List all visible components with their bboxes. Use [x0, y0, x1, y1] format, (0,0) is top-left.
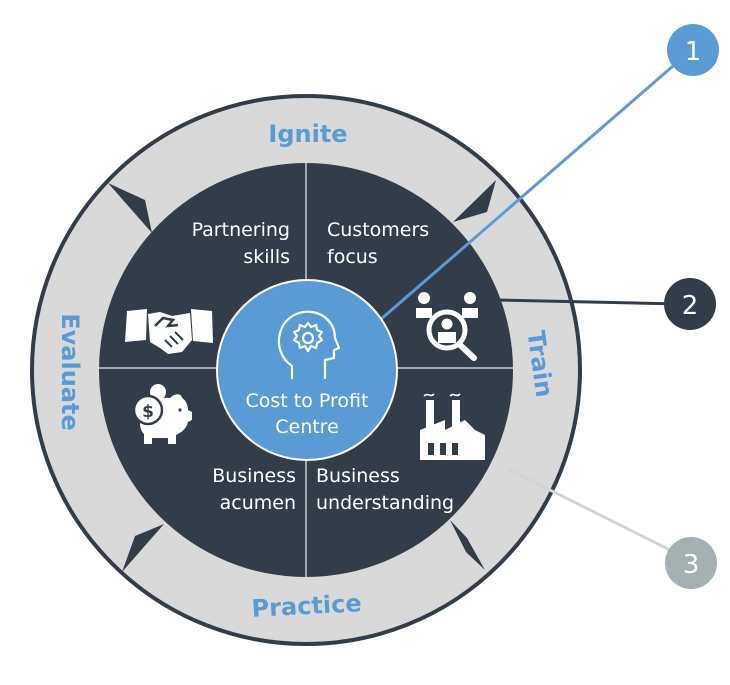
ring-arrow-bottom-left	[122, 524, 164, 572]
callout-badge-3: 3	[665, 537, 717, 589]
callout-1-line	[379, 38, 704, 322]
center-circle	[216, 279, 398, 461]
quadrant-top-left-line1: Partnering	[192, 219, 290, 241]
callout-badge-1: 1	[667, 24, 719, 76]
quadrant-bottom-right-line2: understanding	[316, 492, 454, 514]
quadrant-bottom-right-line1: Business	[316, 465, 400, 487]
callout-number-2: 2	[682, 291, 699, 321]
quadrant-top-left-line2: skills	[243, 246, 290, 268]
callout-number-1: 1	[685, 37, 702, 67]
callout-badge-2: 2	[664, 278, 716, 330]
ring-arrow-bottom-right	[450, 520, 485, 570]
handshake-icon	[125, 309, 213, 354]
quadrant-bottom-left-line2: acumen	[220, 492, 296, 514]
svg-text:$: $	[142, 402, 154, 422]
ring-label-evaluate: Evaluate	[56, 313, 84, 431]
center-label-line1: Cost to Profit	[246, 390, 369, 412]
ring-label-practice: Practice	[251, 589, 362, 623]
head-gear-icon	[277, 310, 341, 380]
people-search-icon	[416, 292, 478, 361]
piggy-bank-dollar-icon: $	[132, 384, 192, 444]
quadrant-top-right-line2: focus	[327, 246, 378, 268]
quadrant-bottom-left-line1: Business	[212, 465, 296, 487]
ring-arrow-top-left	[108, 183, 152, 233]
ring-arrow-top-right	[453, 180, 496, 222]
callout-2-line	[497, 298, 681, 306]
ring-label-ignite: Ignite	[268, 120, 347, 148]
quadrant-top-right-line1: Customers	[327, 219, 429, 241]
center-label-line2: Centre	[275, 416, 339, 438]
callout-number-3: 3	[683, 550, 700, 580]
callout-3-line	[507, 467, 691, 562]
factory-icon	[420, 393, 485, 460]
